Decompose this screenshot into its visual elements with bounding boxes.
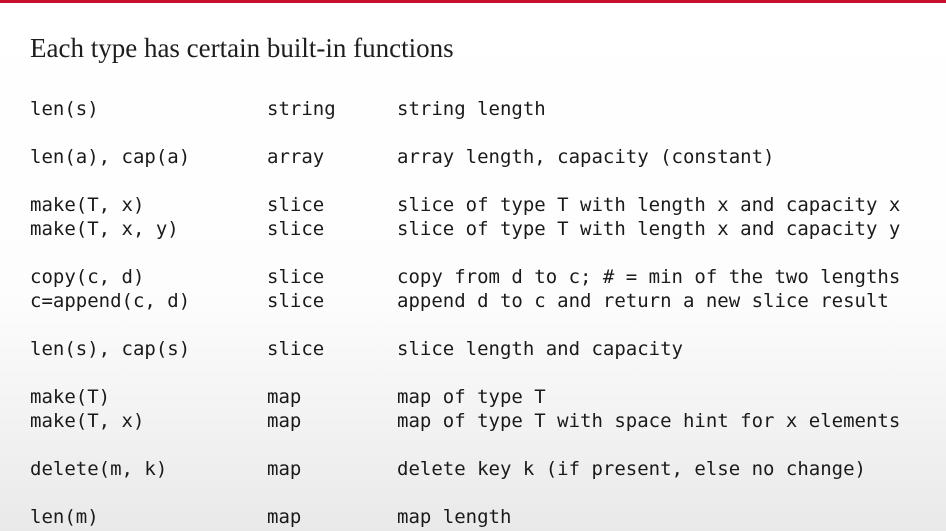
function-signature: len(m) [30, 506, 99, 528]
type-name: slice [267, 218, 325, 240]
function-description: delete key k (if present, else no change… [397, 458, 866, 480]
type-name: array [267, 146, 325, 168]
function-signature: make(T, x, y) [30, 218, 179, 240]
type-name: map [267, 386, 302, 408]
type-name: map [267, 506, 302, 528]
function-signature: c=append(c, d) [30, 290, 191, 312]
type-name: slice [267, 194, 325, 216]
slide-title: Each type has certain built-in functions [30, 33, 454, 63]
slide: Each type has certain built-in functions… [0, 3, 946, 531]
type-name: slice [267, 290, 325, 312]
function-signature: len(s), cap(s) [30, 338, 191, 360]
function-signature: make(T, x) [30, 194, 145, 216]
type-name: map [267, 410, 302, 432]
function-signature: make(T, x) [30, 410, 145, 432]
top-accent-bar [0, 0, 946, 3]
function-signature: len(s) [30, 98, 99, 120]
function-description: map of type T [397, 386, 546, 408]
function-description: copy from d to c; # = min of the two len… [397, 266, 901, 288]
function-description: map length [397, 506, 512, 528]
function-signature: delete(m, k) [30, 458, 168, 480]
function-description: slice length and capacity [397, 338, 683, 360]
function-description: slice of type T with length x and capaci… [397, 194, 901, 216]
type-name: string [267, 98, 336, 120]
function-description: map of type T with space hint for x elem… [397, 410, 901, 432]
type-name: map [267, 458, 302, 480]
function-signature: len(a), cap(a) [30, 146, 191, 168]
type-name: slice [267, 266, 325, 288]
type-name: slice [267, 338, 325, 360]
function-signature: copy(c, d) [30, 266, 145, 288]
function-description: slice of type T with length x and capaci… [397, 218, 901, 240]
function-description: string length [397, 98, 546, 120]
function-signature: make(T) [30, 386, 111, 408]
function-description: array length, capacity (constant) [397, 146, 775, 168]
function-description: append d to c and return a new slice res… [397, 290, 889, 312]
